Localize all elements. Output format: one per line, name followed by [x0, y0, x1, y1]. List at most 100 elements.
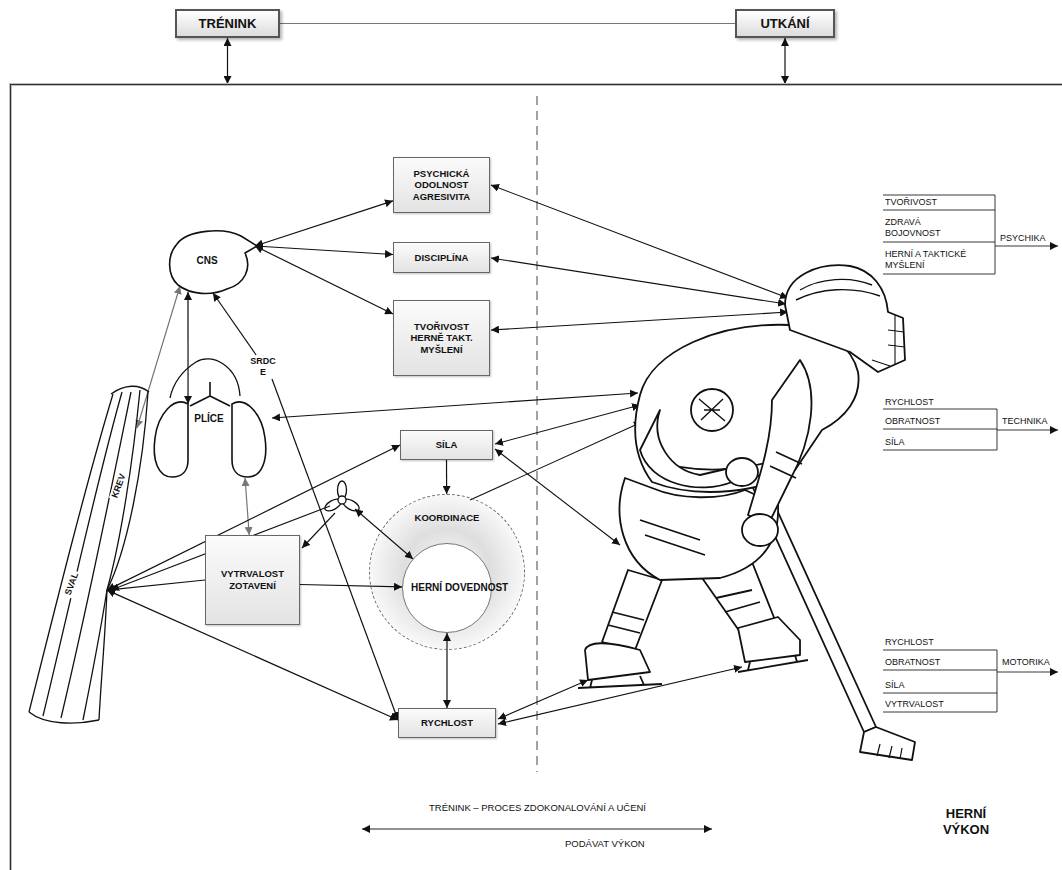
- sleeve-stripes: [770, 452, 802, 478]
- annotation-label: TVOŘIVOST: [885, 197, 937, 208]
- annotation-label: PSYCHIKA: [1000, 233, 1046, 244]
- connector-arrow: [255, 201, 393, 246]
- leader-arrow: [302, 513, 335, 548]
- hockey-player: [578, 265, 915, 760]
- leader-arrow: [495, 405, 640, 444]
- heart-symbol: [323, 481, 361, 513]
- front-arm: [748, 360, 811, 525]
- connector-arrow: [784, 38, 785, 84]
- node-label: PLÍCE: [194, 413, 223, 425]
- annotation-label: OBRATNOST: [885, 416, 940, 427]
- connector-arrow: [213, 293, 256, 355]
- sock-stripes: [716, 590, 760, 612]
- annotation-label: ZDRAVÁ BOJOVNOST: [885, 217, 945, 239]
- annotation-label: TRÉNINK – PROCES ZDOKONALOVÁNÍ A UČENÍ: [420, 802, 655, 813]
- annotation-label: RYCHLOST: [885, 397, 934, 408]
- muscle-stroke: [43, 392, 122, 716]
- cage-bars: [872, 315, 905, 366]
- lungs-outline: [150, 380, 270, 480]
- upper-glove: [726, 458, 758, 486]
- lower-glove: [742, 514, 778, 546]
- annotation-label: SÍLA: [885, 680, 905, 691]
- leader-arrow: [470, 422, 642, 500]
- organ-shape: KREVSVAL: [25, 380, 150, 725]
- bracket-arrow: [995, 246, 1058, 247]
- process-box: PSYCHICKÁ ODOLNOST AGRESIVITA: [393, 157, 490, 213]
- muscle-stroke: [111, 386, 149, 394]
- annotation-label: OBRATNOST: [885, 657, 940, 668]
- back-leg: [602, 570, 662, 650]
- connector-arrow: [245, 478, 249, 535]
- stick-blade: [860, 727, 915, 760]
- lungs-stroke: [190, 382, 230, 406]
- node-label: RYCHLOST: [421, 717, 473, 729]
- connector-arrow: [280, 23, 735, 24]
- organ-shape: PLÍCE: [150, 380, 270, 480]
- sock-stripes: [608, 612, 644, 633]
- bracket-lines: [883, 650, 997, 712]
- organ-label: SRDC E: [248, 355, 278, 379]
- connector-arrow: [187, 292, 188, 404]
- muscle-outline: [25, 380, 150, 725]
- shoulder-crest: [691, 389, 733, 431]
- process-box: TVOŘIVOST HERNĚ TAKT. MYŠLENÍ: [393, 300, 490, 376]
- crest-marks: [699, 399, 725, 421]
- node-label: SVAL: [62, 569, 82, 598]
- organ-shape: CNS: [165, 228, 260, 298]
- node-label: KOORDINACE: [415, 512, 480, 524]
- node-label: CNS: [196, 255, 217, 267]
- annotation-label: TECHNIKA: [1002, 416, 1048, 427]
- node-label: VYTRVALOST ZOTAVENÍ: [210, 568, 295, 591]
- bracket-lines: [883, 409, 997, 450]
- node-label: UTKÁNÍ: [760, 16, 809, 32]
- connector-arrow: [300, 585, 402, 587]
- leader-arrow: [355, 509, 413, 559]
- annotation-label: PODÁVAT VÝKON: [565, 838, 645, 849]
- node-label: DISCIPLÍNA: [415, 252, 469, 264]
- muscle-stroke: [29, 394, 113, 712]
- connector-arrow: [446, 460, 447, 494]
- skate-blade: [738, 655, 808, 672]
- node-label: PSYCHICKÁ ODOLNOST AGRESIVITA: [398, 168, 485, 203]
- muscle-stroke: [107, 390, 140, 590]
- front-skate: [738, 617, 800, 662]
- node-label: HERNÍ DOVEDNOST: [411, 582, 483, 594]
- muscle-stroke: [107, 392, 148, 590]
- muscle-stroke: [83, 590, 107, 720]
- label-brackets: [883, 195, 1058, 712]
- brain-stroke: [170, 231, 257, 294]
- lungs-stroke: [232, 402, 266, 477]
- lungs-stroke: [154, 402, 188, 477]
- skate-blade: [578, 676, 662, 688]
- annotation-label: MOTORIKA: [1002, 657, 1050, 668]
- process-box: RYCHLOST: [398, 708, 496, 738]
- node-label: HERNÍ VÝKON: [934, 806, 998, 838]
- divider-line: [537, 96, 538, 772]
- connector-arrow: [227, 38, 228, 84]
- title-box: TRÉNINK: [175, 9, 280, 38]
- process-box: SÍLA: [400, 430, 493, 460]
- ring-shading: [370, 495, 524, 649]
- bracket-arrow: [997, 672, 1058, 673]
- bracket-arrow: [997, 430, 1058, 431]
- back-skate: [585, 643, 650, 680]
- skill-circle: HERNÍ DOVEDNOST: [402, 543, 492, 633]
- leader-arrow: [491, 258, 786, 304]
- process-box: VYTRVALOST ZOTAVENÍ: [205, 535, 300, 625]
- face-cage: [850, 312, 905, 372]
- coordination-ring: KOORDINACE HERNÍ DOVEDNOST: [369, 494, 525, 650]
- process-box: DISCIPLÍNA: [393, 242, 490, 273]
- heart-core: [338, 496, 346, 504]
- annotation-label: SÍLA: [885, 437, 905, 448]
- annotation-label: VYTRVALOST: [885, 699, 944, 710]
- connector-arrow: [255, 246, 393, 255]
- muscle-stroke: [29, 712, 99, 723]
- node-label: TVOŘIVOST HERNĚ TAKT. MYŠLENÍ: [398, 321, 485, 356]
- leader-arrow: [272, 393, 638, 418]
- connector-arrow: [255, 246, 393, 314]
- pants-stripes: [640, 520, 705, 555]
- process-arrow: [362, 829, 712, 830]
- helmet-stripes: [796, 279, 880, 300]
- annotation-label: RYCHLOST: [885, 637, 934, 648]
- connector-arrow: [446, 633, 447, 708]
